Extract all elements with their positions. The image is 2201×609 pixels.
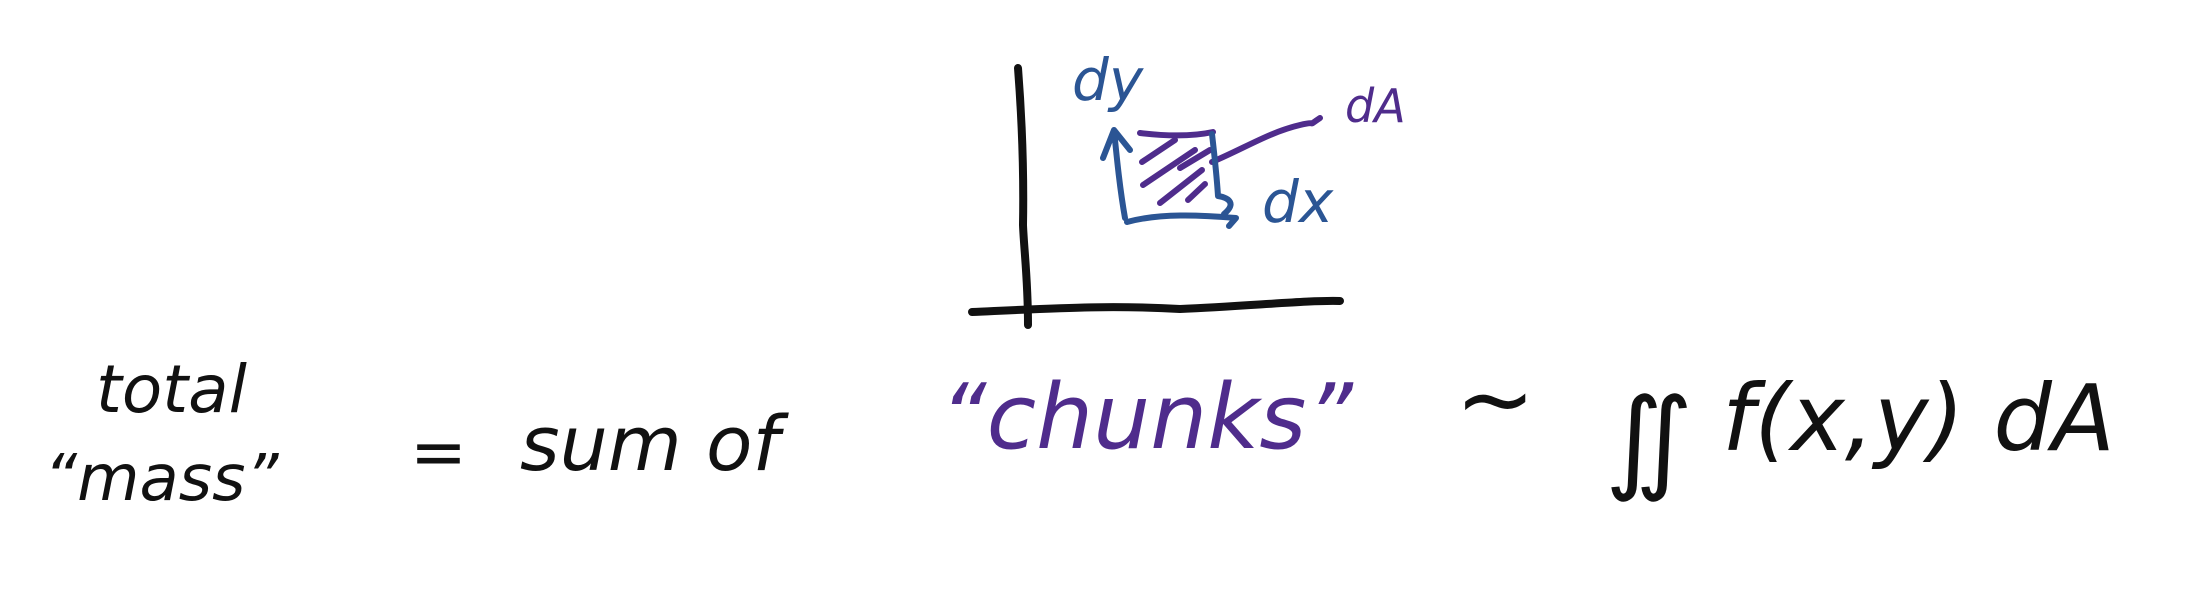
hatch-line-5 — [1177, 147, 1213, 171]
y-axis — [1014, 64, 1032, 329]
dy-arrow — [1100, 127, 1133, 221]
hatch-line-4 — [1185, 181, 1208, 203]
dx-edge — [1124, 212, 1239, 229]
integrand-text: f(x,y) dA — [1722, 365, 2115, 472]
dx-label: dx — [1262, 168, 1334, 236]
double-integral-symbol: ∬ — [1605, 375, 1693, 505]
region-curve — [1209, 115, 1323, 165]
approx-symbol: ~ — [1455, 343, 1535, 455]
region-top-edge — [1137, 129, 1216, 139]
lhs-mass-text: “mass” — [44, 442, 279, 516]
hatch-line-3 — [1157, 167, 1205, 206]
chunks-text: “chunks” — [940, 365, 1354, 470]
dy-label: dy — [1072, 46, 1144, 114]
area-region — [1137, 115, 1323, 206]
x-axis — [968, 296, 1344, 316]
coordinate-axes — [968, 64, 1344, 329]
lhs-total-text: total — [96, 351, 248, 428]
sum-of-text: sum of — [520, 399, 789, 488]
dA-label: dA — [1345, 79, 1406, 133]
right-edge — [1209, 131, 1234, 217]
area-element — [1100, 127, 1239, 229]
hatch-line-2 — [1140, 147, 1198, 188]
hatch-line-1 — [1139, 137, 1178, 165]
equals-sign: = — [410, 413, 467, 492]
